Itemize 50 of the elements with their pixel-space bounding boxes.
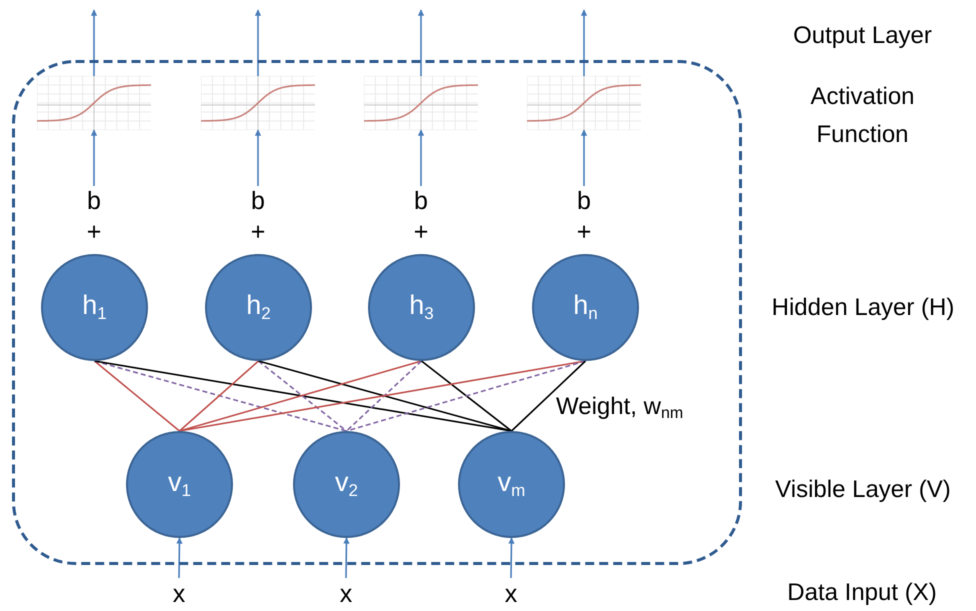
layer-label: Visible Layer (V) <box>774 475 952 505</box>
neuron-label: h$_{n}$ <box>573 292 598 323</box>
neuron-label: v$_{m}$ <box>498 469 526 500</box>
weight-line <box>258 360 512 432</box>
arrow <box>418 129 424 186</box>
weight-line <box>179 360 422 432</box>
weight-line <box>94 360 180 432</box>
bias-term: b <box>577 186 591 217</box>
arrow <box>90 129 98 186</box>
neuron-label: v$_{2}$ <box>335 469 358 500</box>
plus-sign: + <box>250 217 266 248</box>
bias-term: b <box>251 186 265 217</box>
weight-line <box>258 360 347 432</box>
weight-line <box>510 360 586 432</box>
layer-label: Activation Function <box>809 82 916 150</box>
layer-label: Output Layer <box>792 21 933 51</box>
neuron-label: h$_{3}$ <box>409 292 434 323</box>
plus-sign: + <box>414 217 428 248</box>
weight-line <box>94 360 347 432</box>
layer-label: Data Input (X) <box>786 578 938 608</box>
layer-label: Hidden Layer (H) <box>770 293 956 323</box>
bias-term: b <box>87 186 101 217</box>
arrow <box>176 537 183 578</box>
weight-line <box>346 360 586 432</box>
sigmoid-graph-drawing <box>37 76 151 130</box>
arrow <box>418 9 424 76</box>
bias-term: b <box>414 186 428 217</box>
arrow <box>343 537 350 578</box>
sigmoid-graph-drawing <box>201 76 315 130</box>
input-label: x <box>333 578 359 610</box>
arrow <box>254 129 262 186</box>
sigmoid-graph-drawing <box>527 76 641 130</box>
arrow <box>254 9 262 76</box>
sigmoid-graph-drawing <box>364 76 478 130</box>
arrow <box>580 129 588 186</box>
weight-line <box>178 360 260 432</box>
neuron-label: h$_{2}$ <box>246 292 271 323</box>
dashed-frame <box>12 60 742 565</box>
neuron-label: h$_{1}$ <box>82 292 107 323</box>
neuron-label: v$_{1}$ <box>168 469 191 500</box>
weight-label: Weight, w$_{nm}$ <box>556 392 684 424</box>
arrow <box>580 9 588 76</box>
weight-line <box>421 360 512 432</box>
arrow <box>508 537 515 578</box>
weight-line <box>346 360 422 432</box>
input-label: x <box>166 578 192 610</box>
plus-sign: + <box>86 217 102 248</box>
plus-sign: + <box>576 217 592 248</box>
arrow <box>90 9 98 76</box>
input-label: x <box>498 578 524 610</box>
